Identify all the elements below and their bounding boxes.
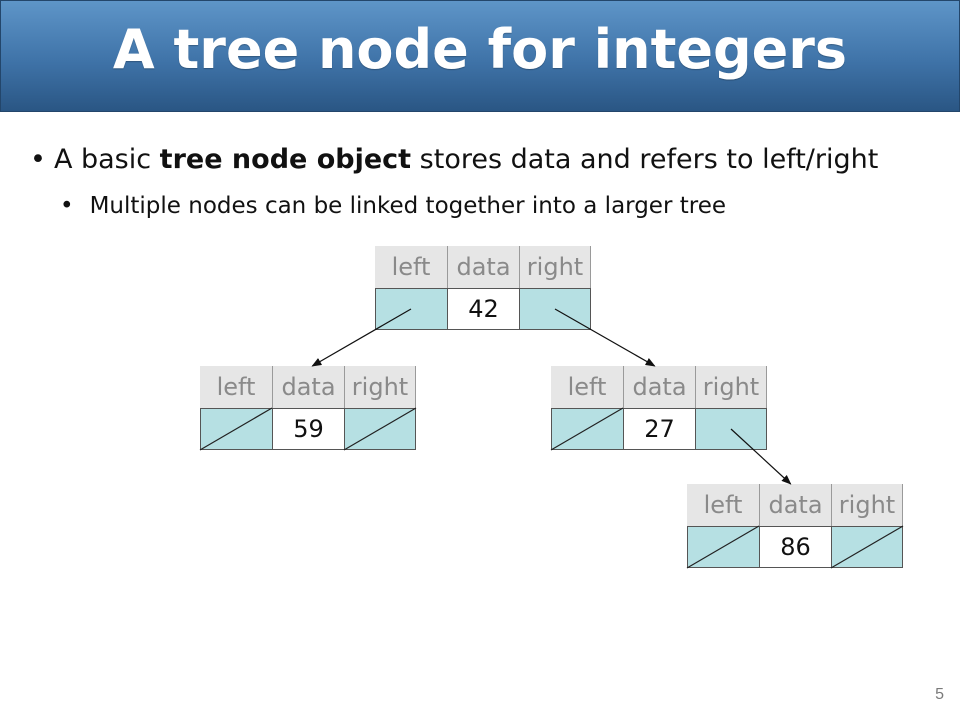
field-label-right: right [519,246,591,288]
field-label-right: right [831,484,903,526]
field-label-data: data [623,366,695,408]
edge-27-right-to-86 [730,428,792,485]
field-label-left: left [687,484,759,526]
bullet-2-text: Multiple nodes can be linked together in… [89,193,726,219]
field-label-left: left [200,366,272,408]
field-label-right: right [344,366,416,408]
data-value: 42 [447,288,519,330]
bullet-dot: • [30,144,46,175]
null-left-slash-27 [550,407,624,451]
bullet-dot: • [60,193,74,219]
bullet-2: • Multiple nodes can be linked together i… [60,193,726,219]
slide-number: 5 [935,686,944,703]
data-value: 27 [623,408,695,450]
field-label-data: data [272,366,344,408]
node-bottom-border [375,329,591,330]
node-bottom-border [687,567,903,568]
edge-42-right-to-27 [554,308,656,367]
title-bar: A tree node for integers [0,0,960,112]
null-right-slash-59 [343,407,417,451]
null-left-slash-59 [199,407,273,451]
field-label-right: right [695,366,767,408]
edge-42-left-to-59 [311,308,412,367]
bullet-1-pre: A basic [53,144,160,175]
node-bottom-border [200,449,416,450]
field-label-left: left [551,366,623,408]
null-right-slash-86 [830,525,904,569]
tree-node-42: left data right 42 [375,246,591,330]
slide-title: A tree node for integers [112,17,848,81]
field-label-left: left [375,246,447,288]
field-label-data: data [447,246,519,288]
null-left-slash-86 [686,525,760,569]
node-bottom-border [551,449,767,450]
bullet-1-bold: tree node object [159,144,412,175]
data-value: 59 [272,408,344,450]
field-label-data: data [759,484,831,526]
bullet-1: •A basic tree node object stores data an… [30,144,878,175]
bullet-1-post: stores data and refers to left/right [411,144,879,175]
